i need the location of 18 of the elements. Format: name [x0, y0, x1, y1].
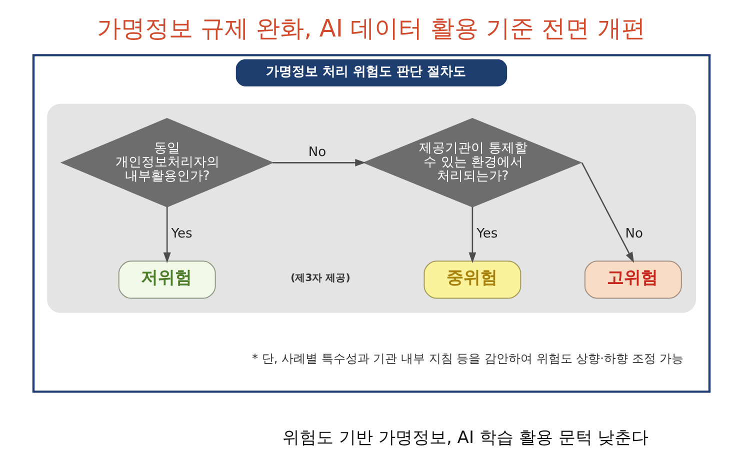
- node-diamond: 제공기관이 통제할 수 있는 환경에서 처리되는가?: [362, 117, 582, 207]
- arrow: [163, 206, 171, 263]
- node-box: 중위험: [424, 260, 522, 298]
- node-box: 고위험: [584, 260, 682, 298]
- arrow: [272, 158, 366, 166]
- label: * 단, 사례별 특수성과 기관 내부 지침 등을 감안하여 위험도 상향·하향 조정 가능: [252, 351, 684, 366]
- cluster: [47, 103, 696, 312]
- node-diamond: 동일 개인정보처리자의 내부활용인가?: [60, 117, 274, 207]
- edge-label: Yes: [476, 226, 498, 241]
- edge-label: No: [308, 144, 326, 160]
- arrow: [581, 162, 634, 262]
- edge-label: Yes: [171, 226, 192, 241]
- edge-label: No: [625, 226, 643, 241]
- arrow: [468, 206, 476, 263]
- diagram-title: 가명정보 규제 완화, AI 데이터 활용 기준 전면 개편: [96, 14, 646, 42]
- label: (제3자 제공): [290, 272, 350, 284]
- node-box: 저위험: [118, 260, 216, 298]
- caption: 위험도 기반 가명정보, AI 학습 활용 문턱 낮춘다: [282, 428, 649, 448]
